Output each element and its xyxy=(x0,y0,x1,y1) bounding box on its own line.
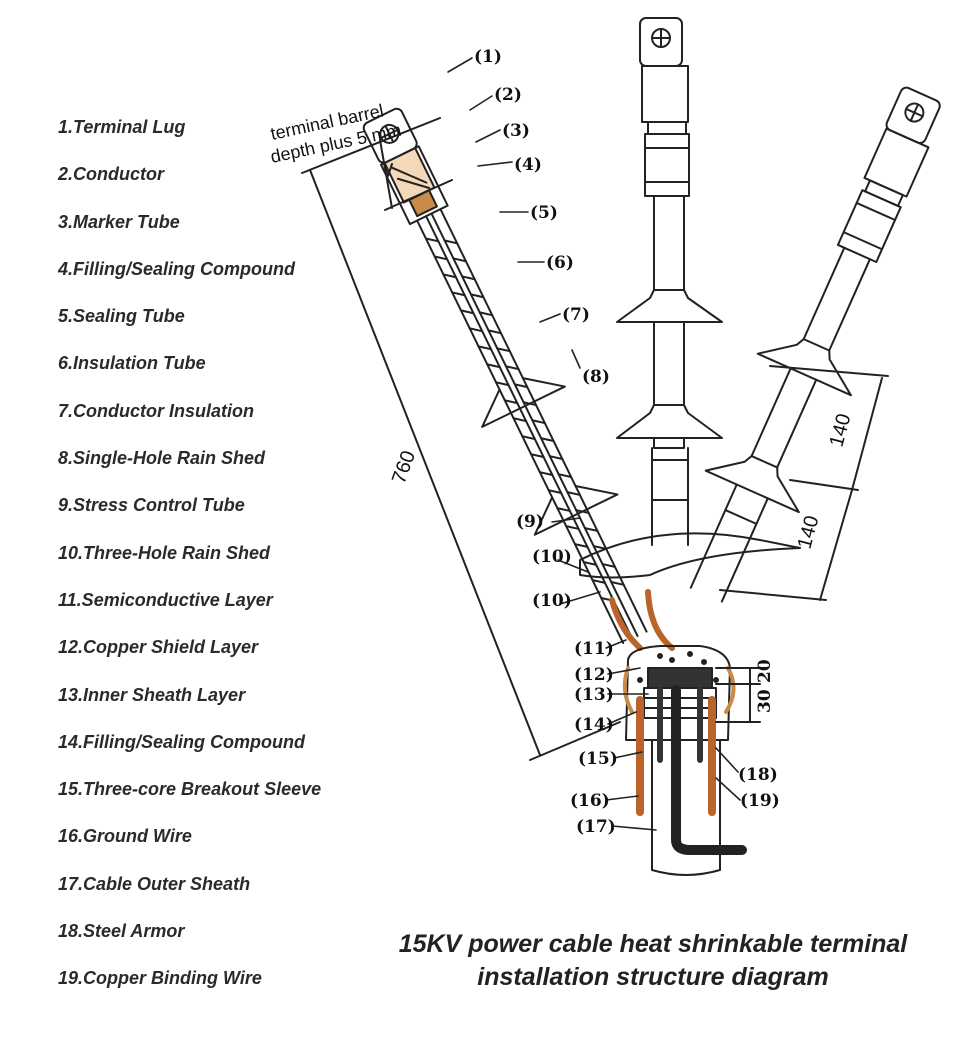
callout-6: (6) xyxy=(546,253,574,273)
legend-item: 2.Conductor xyxy=(58,164,164,185)
callout-3: (3) xyxy=(502,121,530,141)
callout-15: (15) xyxy=(578,749,618,769)
single-hole-rain-shed-lower xyxy=(533,484,619,536)
callout-7: (7) xyxy=(562,305,590,325)
callout-14: (14) xyxy=(574,715,614,735)
right-lower-rain-shed xyxy=(704,455,800,514)
legend-item: 7.Conductor Insulation xyxy=(58,400,254,421)
legend-item: 11.Semiconductive Layer xyxy=(58,589,273,610)
right-phase xyxy=(689,86,941,603)
legend-item: 6.Insulation Tube xyxy=(58,353,206,374)
dim-760-line xyxy=(309,169,541,756)
legend-item: 17.Cable Outer Sheath xyxy=(58,873,251,894)
left-phase xyxy=(362,107,648,644)
callout-10a: (10) xyxy=(532,547,572,567)
callout-8: (8) xyxy=(582,367,610,387)
legend-item: 9.Stress Control Tube xyxy=(58,495,245,516)
caption-line-1: 15KV power cable heat shrinkable termina… xyxy=(398,930,908,958)
legend-item: 3.Marker Tube xyxy=(58,211,180,232)
dim-140-lower-label: 140 xyxy=(794,513,824,551)
callout-11: (11) xyxy=(574,639,614,659)
legend-item: 8.Single-Hole Rain Shed xyxy=(58,448,266,469)
legend-item: 14.Filling/Sealing Compound xyxy=(58,731,306,752)
legend-item: 12.Copper Shield Layer xyxy=(58,637,259,658)
copper-core-left xyxy=(609,597,643,651)
legend-item: 1.Terminal Lug xyxy=(58,117,186,137)
callout-9: (9) xyxy=(516,512,544,532)
callout-leaders xyxy=(447,57,741,831)
callout-18: (18) xyxy=(738,765,778,785)
legend-item: 10.Three-Hole Rain Shed xyxy=(58,542,271,563)
dim-30-label: 30 xyxy=(755,689,775,713)
single-hole-rain-shed xyxy=(481,377,566,428)
center-upper-rain-shed xyxy=(616,289,723,323)
legend-item: 18.Steel Armor xyxy=(58,921,185,942)
diagram-caption: 15KV power cable heat shrinkable termina… xyxy=(388,928,918,994)
legend-item: 19.Copper Binding Wire xyxy=(58,968,262,989)
component-legend: 1.Terminal Lug 2.Conductor 3.Marker Tube… xyxy=(58,112,321,1011)
callout-5: (5) xyxy=(530,203,558,223)
callout-16: (16) xyxy=(570,791,610,811)
center-lower-rain-shed xyxy=(616,404,723,439)
right-upper-rain-shed xyxy=(756,338,852,397)
center-phase xyxy=(616,17,723,546)
ground-wire-bend xyxy=(671,685,747,855)
dim-140-upper xyxy=(851,377,883,491)
legend-item: 16.Ground Wire xyxy=(58,826,192,847)
dim-20-label: 20 xyxy=(755,659,775,683)
legend-item: 13.Inner Sheath Layer xyxy=(58,684,246,705)
dim-140-upper-label: 140 xyxy=(826,411,856,449)
callout-2: (2) xyxy=(494,85,522,105)
legend-item: 15.Three-core Breakout Sleeve xyxy=(58,779,322,800)
barrel-depth-dim xyxy=(379,139,393,209)
legend-item: 5.Sealing Tube xyxy=(58,306,185,327)
callout-13: (13) xyxy=(574,685,614,705)
callout-1: (1) xyxy=(474,47,502,67)
legend-item: 4.Filling/Sealing Compound xyxy=(58,258,295,279)
callout-19: (19) xyxy=(740,791,780,811)
dim-760-label: 760 xyxy=(388,448,420,487)
inner-sheath-layer xyxy=(647,667,713,689)
callout-12: (12) xyxy=(574,665,614,685)
copper-core-center xyxy=(645,589,675,651)
callout-17: (17) xyxy=(576,817,616,837)
callout-4: (4) xyxy=(514,155,542,175)
three-hole-rain-shed xyxy=(579,532,801,579)
caption-line-2: installation structure diagram xyxy=(477,963,829,991)
dim-140-lower xyxy=(819,489,853,601)
callout-10b: (10) xyxy=(532,591,572,611)
marker-tube xyxy=(379,145,449,226)
